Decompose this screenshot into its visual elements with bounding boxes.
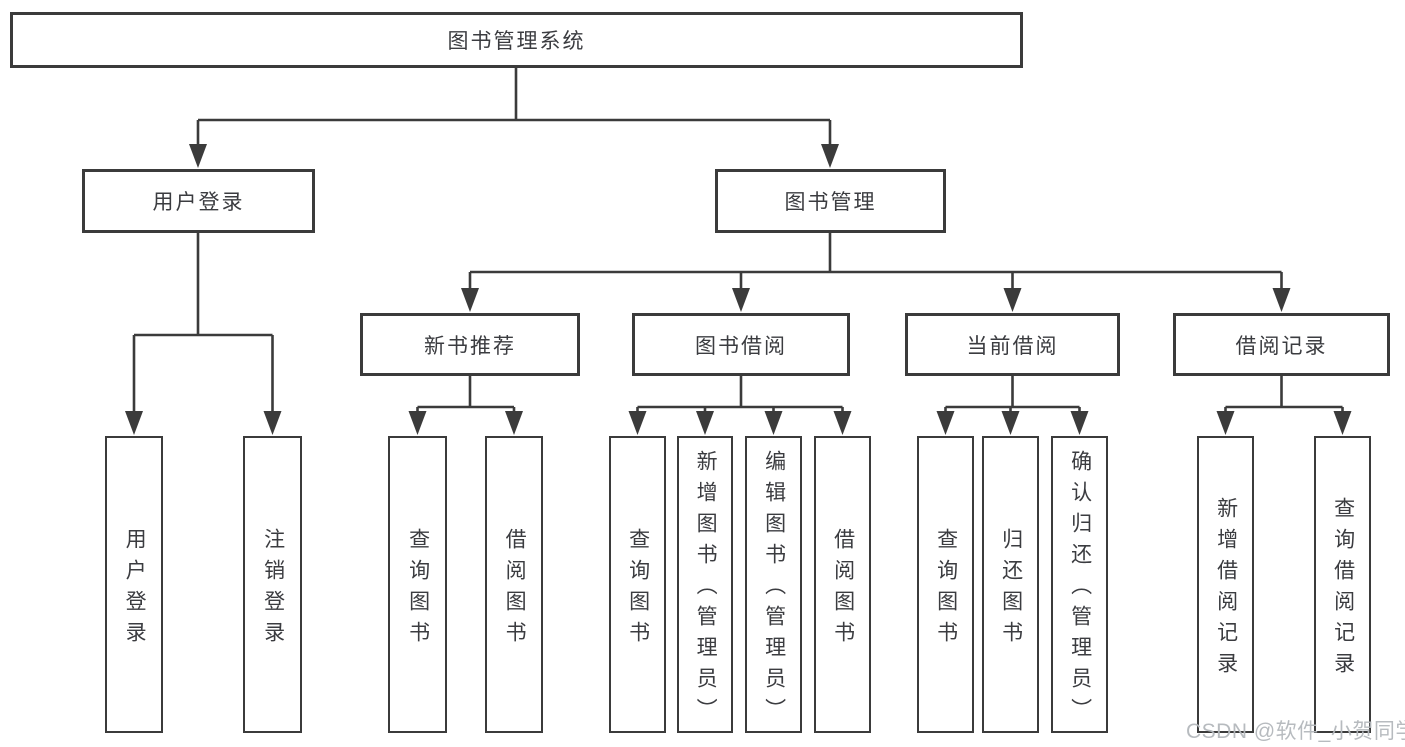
node-book-borrowing: 图书借阅 — [632, 313, 850, 376]
arrowhead — [732, 288, 750, 312]
arrowhead — [461, 288, 479, 312]
arrowhead — [263, 411, 282, 435]
node-book-management: 图书管理 — [715, 169, 946, 233]
arrowhead — [764, 411, 783, 435]
connector-userlogin-to-leaves — [132, 233, 274, 413]
leaf-borrow-books: 借阅图书 — [814, 436, 871, 733]
leaf-query-borrow-record: 查询借阅记录 — [1314, 436, 1371, 733]
node-new-book-recommend: 新书推荐 — [360, 313, 580, 376]
arrowhead — [1216, 411, 1235, 435]
leaf-logout: 注销登录 — [243, 436, 302, 733]
arrowhead — [628, 411, 647, 435]
arrowhead — [125, 411, 143, 435]
watermark-text: CSDN @软件_小贺同学 — [1186, 720, 1405, 743]
arrowhead — [833, 411, 852, 435]
node-label: 图书管理系统 — [447, 30, 586, 53]
leaf-confirm-return-admin: 确认归还（管理员） — [1051, 436, 1108, 733]
connector-records-to-leaves — [1224, 376, 1344, 413]
arrowhead — [1070, 411, 1089, 435]
leaf-edit-book-admin: 编辑图书（管理员） — [745, 436, 802, 733]
node-label: 确认归还（管理员） — [1068, 450, 1092, 729]
connector-root-to-l2 — [196, 68, 832, 146]
arrowhead — [821, 144, 839, 168]
node-label: 用户登录 — [123, 527, 147, 652]
node-label: 编辑图书（管理员） — [762, 450, 786, 729]
node-label: 新增图书（管理员） — [694, 450, 718, 729]
connector-current-to-leaves — [944, 376, 1081, 413]
leaf-query-books-current: 查询图书 — [917, 436, 974, 733]
connector-borrow-to-leaves — [636, 376, 844, 413]
leaf-borrow-books-recommend: 借阅图书 — [485, 436, 543, 733]
arrowhead — [1333, 411, 1352, 435]
node-borrowing-records: 借阅记录 — [1173, 313, 1390, 376]
node-label: 图书管理 — [784, 191, 877, 214]
leaf-query-books-borrow: 查询图书 — [609, 436, 666, 733]
arrowhead — [505, 411, 523, 435]
node-label: 新增借阅记录 — [1214, 496, 1238, 683]
leaf-return-book: 归还图书 — [982, 436, 1039, 733]
node-library-management-system: 图书管理系统 — [10, 12, 1023, 68]
arrowhead — [936, 411, 955, 435]
node-label: 查询图书 — [406, 527, 430, 652]
arrowhead — [1003, 288, 1022, 312]
node-user-login: 用户登录 — [82, 169, 315, 233]
arrowhead — [1001, 411, 1020, 435]
leaf-add-book-admin: 新增图书（管理员） — [677, 436, 733, 733]
connector-bookmgmt-to-l3 — [468, 233, 1283, 290]
node-label: 当前借阅 — [966, 334, 1059, 358]
node-label: 借阅记录 — [1235, 334, 1328, 358]
node-label: 归还图书 — [999, 527, 1023, 652]
arrowhead — [189, 144, 207, 168]
leaf-user-login: 用户登录 — [105, 436, 163, 733]
leaf-add-borrow-record: 新增借阅记录 — [1197, 436, 1254, 733]
node-label: 查询图书 — [626, 527, 650, 652]
node-current-borrowing: 当前借阅 — [905, 313, 1120, 376]
arrowhead — [1272, 288, 1291, 312]
node-label: 新书推荐 — [424, 334, 516, 358]
node-label: 查询图书 — [934, 527, 958, 652]
node-label: 图书借阅 — [695, 334, 787, 358]
leaf-query-books-recommend: 查询图书 — [388, 436, 447, 733]
arrowhead — [408, 411, 427, 435]
node-label: 查询借阅记录 — [1331, 496, 1355, 683]
node-label: 借阅图书 — [831, 527, 855, 652]
connector-newbook-to-leaves — [416, 376, 516, 413]
node-label: 注销登录 — [261, 527, 285, 652]
node-label: 用户登录 — [152, 191, 245, 214]
node-label: 借阅图书 — [503, 527, 527, 652]
arrowhead — [696, 411, 714, 435]
